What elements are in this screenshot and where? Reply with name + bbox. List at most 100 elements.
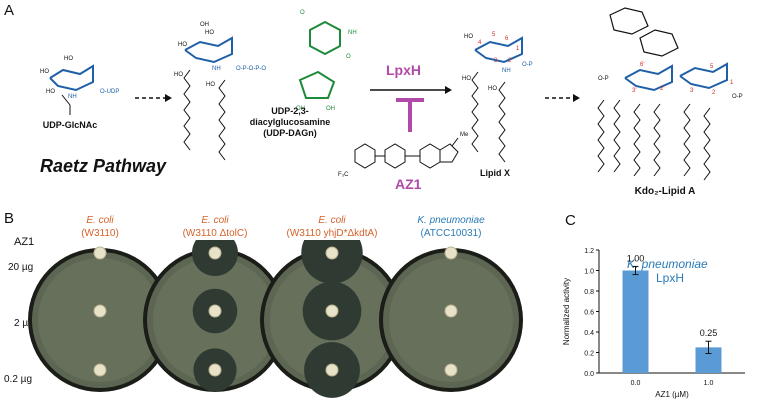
svg-text:HO: HO [488,86,497,92]
svg-text:HO: HO [174,72,183,78]
x-axis-label: AZ1 (µM) [655,390,689,399]
svg-text:O-P: O-P [598,76,609,82]
y-tick-label: 0.4 [584,330,594,337]
kdo-sugars [609,7,679,57]
udp-glcnac-structure [49,64,94,92]
strain-name-3: K. pneumoniae [417,215,485,226]
y-tick-label: 1.0 [584,269,594,276]
compound-disc [444,304,458,318]
udp-dagn-label-2: diacylglucosamine [249,117,331,127]
plate-0 [28,246,172,392]
svg-text:2: 2 [508,58,512,64]
x-tick-label-0: 0.0 [631,380,641,387]
data-label-0: 1.00 [627,253,645,263]
svg-text:3: 3 [494,58,498,64]
svg-text:NH: NH [348,30,357,36]
dose-label-2: 2 µg [14,318,34,329]
udp-dagn-label-3: (UDP-DAGn) [263,128,317,138]
plate-3 [379,246,523,392]
dose-label-0-2: 0.2 µg [4,374,33,385]
lipid-x-label: Lipid X [480,168,510,178]
compound-disc [208,304,222,318]
strain-sub-1: (W3110 ΔtolC) [182,228,248,239]
svg-text:2': 2' [660,86,664,92]
compound-disc [325,363,339,377]
svg-text:NH: NH [502,68,511,74]
data-label-1: 0.25 [700,328,718,338]
agar-plates [28,240,523,398]
panel-letter-c: C [565,212,576,229]
compound-disc [325,246,339,260]
agar-sheen [389,258,513,382]
svg-text:OH: OH [326,106,335,112]
plate-2 [260,240,404,398]
az1-label: AZ1 [395,176,422,192]
svg-text:HO: HO [178,42,187,48]
strain-name-0: E. coli [86,215,114,226]
svg-text:O-P-O-P-O: O-P-O-P-O [236,66,266,72]
compound-disc [93,304,107,318]
methyl-group: Me [460,132,469,138]
y-tick-label: 1.2 [584,248,594,255]
svg-text:6: 6 [505,36,509,42]
inhibition-zone [301,240,363,284]
panel-letter-a: A [4,2,15,19]
plate-1 [143,240,287,392]
compound-disc [208,246,222,260]
bar-0 [622,270,649,373]
y-tick-label: 0.0 [584,371,594,378]
az1-structure [354,137,459,169]
x-tick-label-1: 1.0 [704,380,714,387]
dose-label-20: 20 µg [8,262,34,273]
svg-text:6': 6' [640,62,644,68]
svg-text:HO: HO [206,82,215,88]
svg-text:O: O [300,10,305,16]
compound-disc [208,363,222,377]
agar-sheen [38,258,162,382]
udp-tag: O-UDP [100,89,119,95]
compound-disc [444,363,458,377]
compound-disc [444,246,458,260]
svg-text:HO: HO [464,34,473,40]
y-axis-label: Normalized activity [562,278,571,345]
svg-text:HO: HO [46,89,55,95]
svg-text:O-P: O-P [522,62,533,68]
compound-disc [93,246,107,260]
svg-text:O-P: O-P [732,94,743,100]
y-tick-label: 0.6 [584,310,594,317]
strain-sub-0: (W3110) [81,228,119,239]
compound-disc [325,304,339,318]
svg-text:OH: OH [296,106,305,112]
chart-annotation-enzyme: LpxH [656,271,685,285]
uridine-structure [298,20,341,99]
strain-sub-3: (ATCC10031) [420,228,482,239]
raetz-pathway-title: Raetz Pathway [40,156,167,176]
lpxh-label: LpxH [386,62,421,78]
udp-dagn-sugar [184,36,233,64]
az1-row-label: AZ1 [14,236,35,248]
svg-text:2: 2 [712,90,716,96]
svg-text:NH: NH [68,94,77,100]
y-tick-label: 0.8 [584,289,594,296]
pathway-scheme: HO HO HO NH O-UDP HO HO OH NH O-P-O-P-O … [40,7,743,181]
svg-text:OH: OH [200,22,209,28]
strain-name-2: E. coli [318,215,346,226]
lipid-x-sugar [474,36,523,64]
svg-text:5: 5 [492,32,496,38]
compound-disc [93,363,107,377]
panel-letter-b: B [4,210,15,227]
svg-text:NH: NH [212,66,221,72]
chart-annotation-species: K. pneumoniae [627,257,708,271]
kdo-lipid-a-label: Kdo₂-Lipid A [634,186,696,197]
svg-text:HO: HO [64,56,73,62]
svg-text:1: 1 [730,80,734,86]
udp-glcnac-label: UDP-GlcNAc [42,120,98,130]
lipid-a-chains [597,99,711,181]
lipid-a-disaccharide [624,62,728,92]
svg-text:O: O [346,54,351,60]
svg-text:HO: HO [205,30,214,36]
svg-text:4: 4 [478,40,482,46]
svg-text:1: 1 [516,46,520,52]
y-tick-label: 0.2 [584,351,594,358]
